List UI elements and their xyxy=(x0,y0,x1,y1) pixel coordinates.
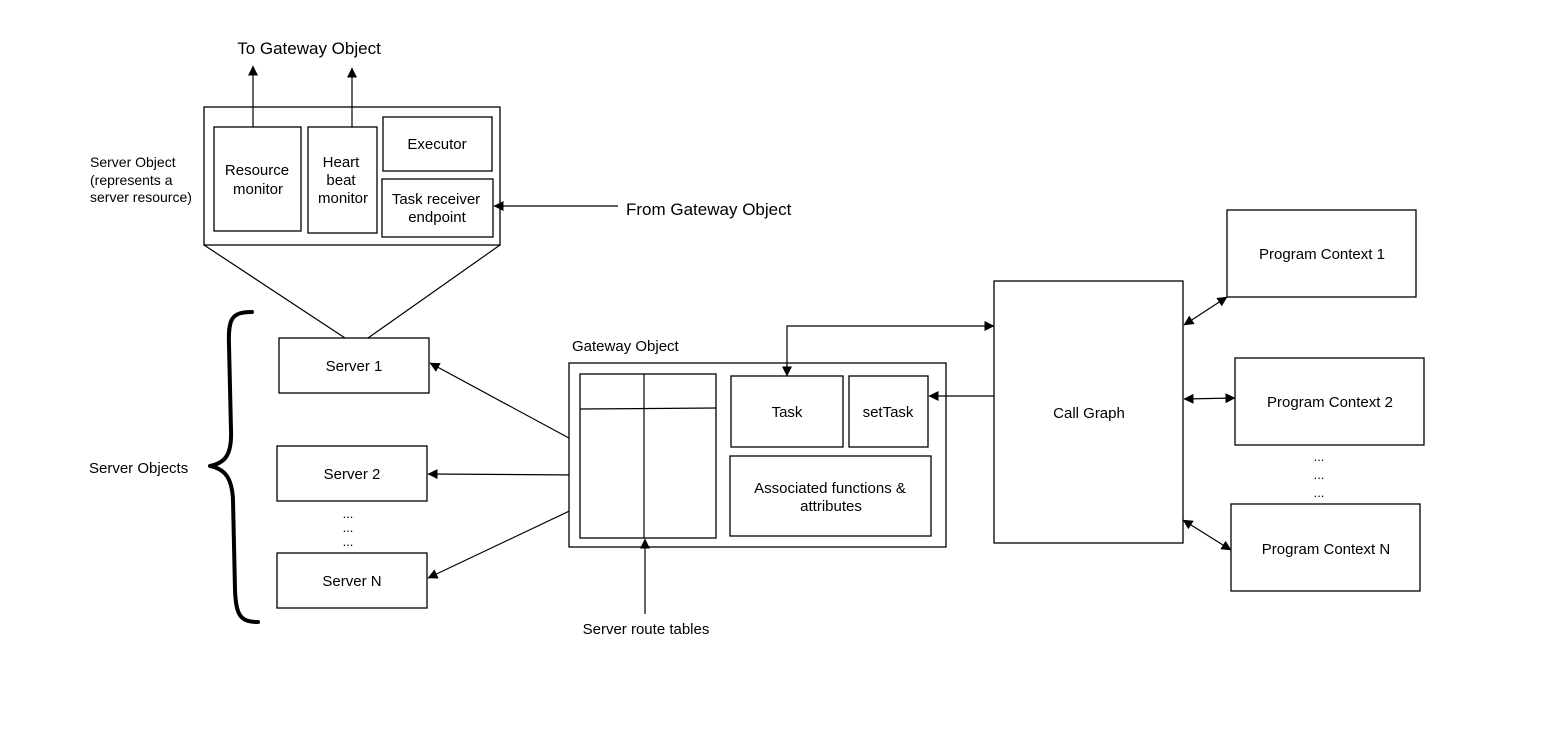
server-1-label: Server 1 xyxy=(326,358,383,375)
server-route-tables-label: Server route tables xyxy=(583,621,710,638)
call-graph-context-n-arrow xyxy=(1182,519,1232,551)
task-call-graph-arrow xyxy=(782,321,995,377)
associated-functions-label: attributes xyxy=(800,498,862,515)
server-1-route-arrow xyxy=(429,362,581,445)
program-context-1-box xyxy=(1226,209,1417,298)
server-n-label: Server N xyxy=(322,573,381,590)
to-gateway-label: To Gateway Object xyxy=(237,39,381,58)
server-objects-brace xyxy=(208,310,260,624)
server-1-box xyxy=(278,337,430,394)
server-object-detail: Resource monitor Heart beat monitor Exec… xyxy=(203,106,501,246)
heartbeat-monitor-label: monitor xyxy=(318,190,368,207)
server-n-route-arrow xyxy=(427,505,581,579)
task-receiver-endpoint-box xyxy=(381,178,494,238)
server-route-table-box xyxy=(579,373,717,539)
executor-box xyxy=(382,116,493,172)
program-context-n-box xyxy=(1230,503,1421,592)
route-table-header-line xyxy=(579,407,717,410)
server-ellipsis: ... xyxy=(343,506,354,521)
heartbeat-monitor-label: Heart xyxy=(323,154,361,171)
heartbeat-monitor-label: beat xyxy=(326,172,356,189)
program-context-ellipsis: ... xyxy=(1314,467,1325,482)
program-context-1-label: Program Context 1 xyxy=(1259,246,1385,263)
program-context-ellipsis: ... xyxy=(1314,449,1325,464)
program-context-2-box xyxy=(1234,357,1425,446)
resource-monitor-label: Resource xyxy=(225,162,289,179)
server-2-route-arrow xyxy=(427,469,581,480)
server-object-label: server resource) xyxy=(90,189,192,205)
set-task-box xyxy=(848,375,929,448)
task-box xyxy=(730,375,844,448)
resource-monitor-label: monitor xyxy=(233,181,283,198)
associated-functions-label: Associated functions & xyxy=(754,480,906,497)
server-ellipsis: ... xyxy=(343,534,354,549)
from-gateway-label: From Gateway Object xyxy=(626,200,792,219)
executor-label: Executor xyxy=(407,136,466,153)
set-task-label: setTask xyxy=(863,404,914,421)
server-2-box xyxy=(276,445,428,502)
server-object-label: Server Object xyxy=(90,154,176,170)
server-n-box xyxy=(276,552,428,609)
program-context-n-label: Program Context N xyxy=(1262,541,1390,558)
server-2-label: Server 2 xyxy=(324,466,381,483)
task-label: Task xyxy=(772,404,803,421)
call-graph-context-2-arrow xyxy=(1183,393,1236,404)
call-graph-context-1-arrow xyxy=(1183,296,1228,326)
heartbeat-monitor-box xyxy=(307,126,378,234)
task-receiver-endpoint-label: Task receiver xyxy=(392,191,480,208)
server-ellipsis: ... xyxy=(343,520,354,535)
program-context-2-label: Program Context 2 xyxy=(1267,394,1393,411)
zoom-line-right xyxy=(367,244,501,339)
call-graph-label: Call Graph xyxy=(1053,405,1125,422)
zoom-line-left xyxy=(203,244,346,339)
task-receiver-endpoint-label: endpoint xyxy=(408,209,466,226)
gateway-object-label: Gateway Object xyxy=(572,338,680,355)
server-object-label: (represents a xyxy=(90,172,173,188)
server-objects-label: Server Objects xyxy=(89,460,188,477)
program-context-ellipsis: ... xyxy=(1314,485,1325,500)
resource-monitor-box xyxy=(213,126,302,232)
call-graph-box xyxy=(993,280,1184,544)
associated-functions-box xyxy=(729,455,932,537)
